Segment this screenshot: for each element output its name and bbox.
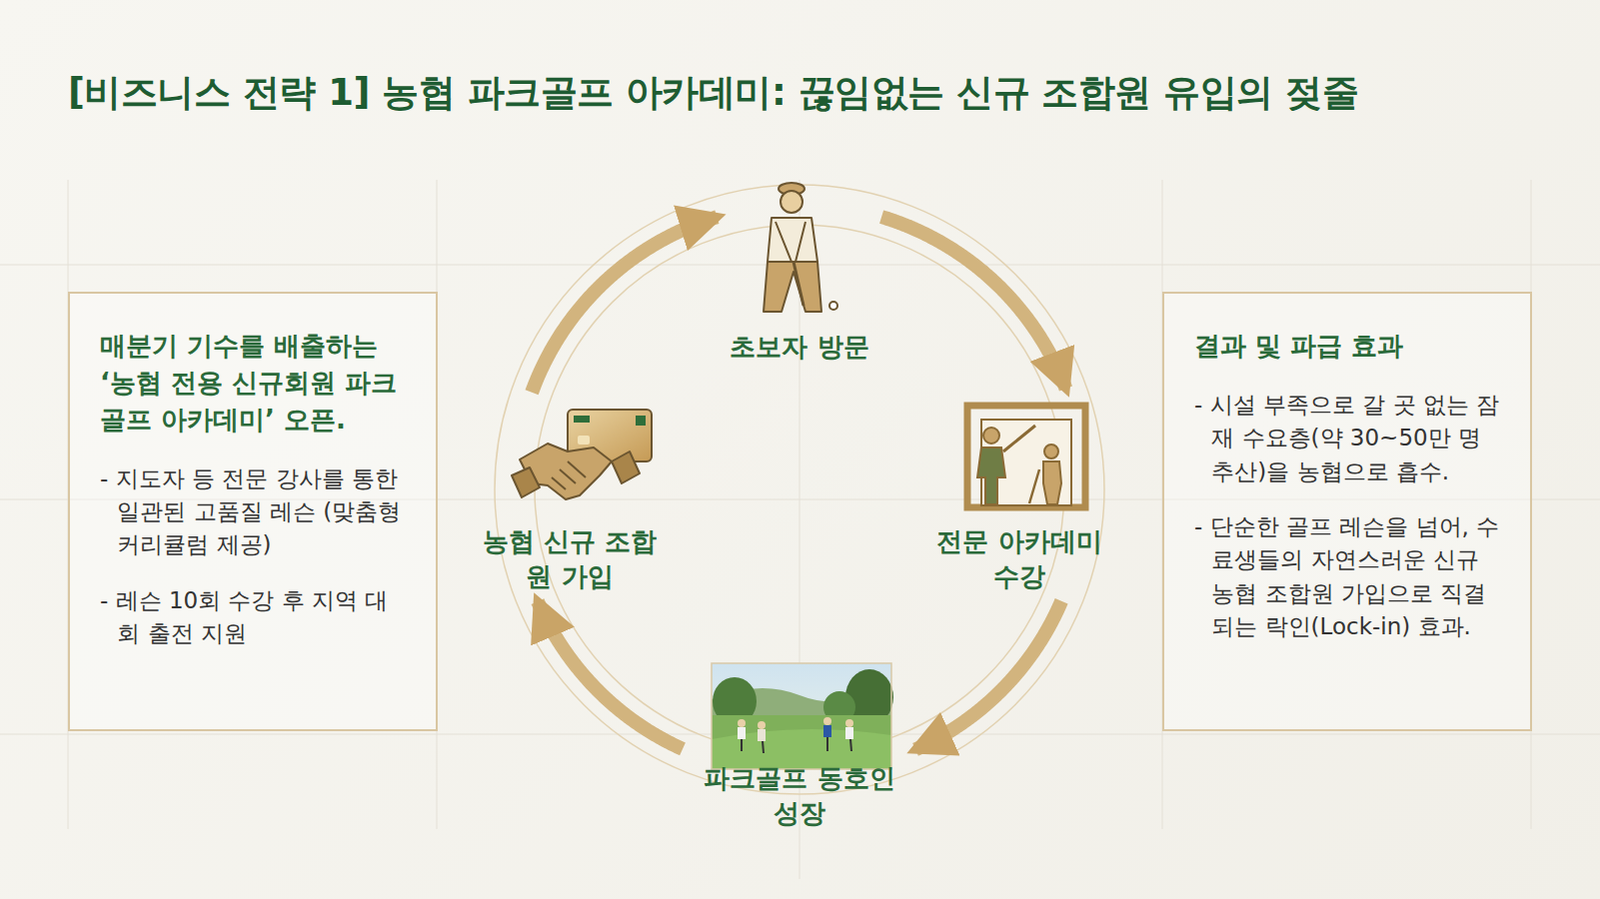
bullet-text: - 레슨 10회 수강 후 지역 대회 출전 지원 (99, 584, 410, 652)
step-label: 초보자 방문 (729, 329, 869, 365)
cycle-rings (494, 184, 1105, 795)
panel-heading: 매분기 기수를 배출하는 ‘농협 전용 신규회원 파크골프 아카데미’ 오픈. (99, 327, 410, 439)
cycle-arrow (881, 216, 1066, 389)
info-panel: 매분기 기수를 배출하는 ‘농협 전용 신규회원 파크골프 아카데미’ 오픈. -… (67, 291, 438, 732)
step-label: 전문 아카데미 수강 (929, 524, 1110, 595)
cycle-arrow (537, 601, 683, 750)
diagram-title: [비즈니스 전략 1] 농협 파크골프 아카데미: 끊임없는 신규 조합원 유입… (67, 67, 1548, 118)
cycle-arrow (915, 601, 1062, 750)
bullet-text: - 지도자 등 전문 강사를 통한 일관된 고품질 레슨 (맞춤형 커리큘럼 제… (99, 462, 410, 563)
cycle-step: 농협 신규 조합원 가입 (479, 399, 660, 595)
cycle-step: 전문 아카데미 수강 (929, 394, 1110, 595)
cycle-step: 초보자 방문 (724, 179, 875, 365)
panel-heading: 결과 및 파급 효과 (1194, 327, 1505, 365)
info-panel: 결과 및 파급 효과 - 시설 부족으로 갈 곳 없는 잠재 수요층(약 30~5… (1162, 291, 1533, 732)
bullet-text: - 단순한 골프 레슨을 넘어, 수료생들의 자연스러운 신규 농협 조합원 가… (1194, 510, 1505, 644)
cycle-step: 파크골프 동호인 성장 (689, 659, 910, 832)
grid-lines (0, 179, 1600, 880)
academy-icon (967, 405, 1086, 508)
golfer-icon (763, 182, 838, 312)
golf-course-photo (711, 663, 894, 770)
bullet-text: - 시설 부족으로 갈 곳 없는 잠재 수요층(약 30~50만 명 추산)을 … (1194, 388, 1505, 489)
step-label: 파크골프 동호인 성장 (689, 761, 910, 832)
title-area: [비즈니스 전략 1] 농협 파크골프 아카데미: 끊임없는 신규 조합원 유입… (67, 67, 1548, 118)
membership-icon (511, 409, 652, 500)
cycle-arrow (531, 216, 717, 393)
step-label: 농협 신규 조합원 가입 (479, 524, 660, 595)
